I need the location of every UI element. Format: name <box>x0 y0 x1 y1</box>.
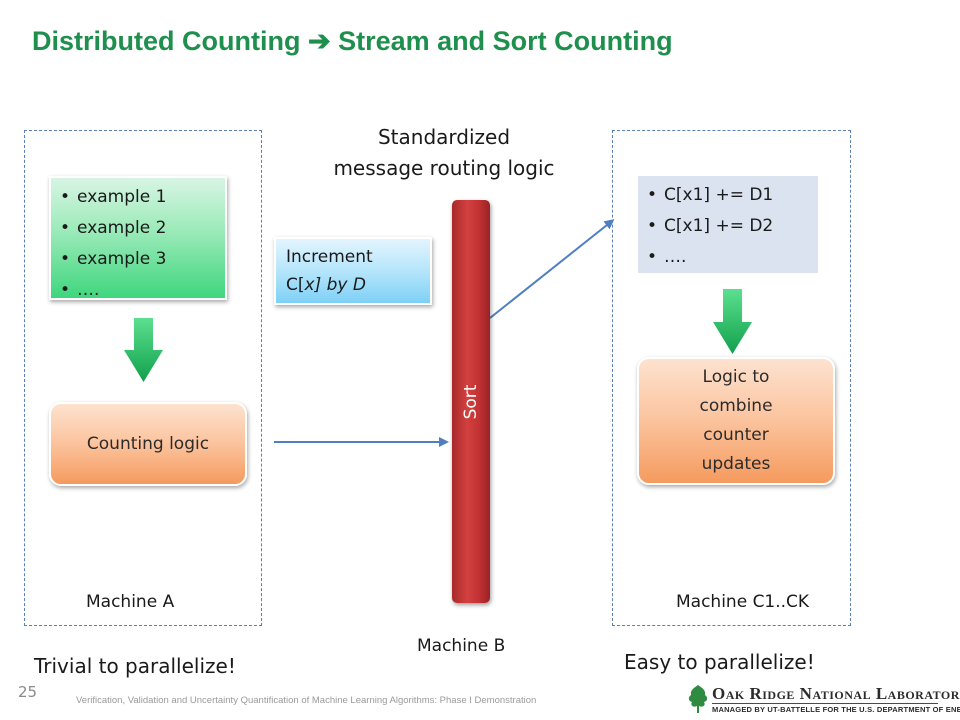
sort-label: Sort <box>461 384 481 420</box>
message-box: Increment C[x] by D <box>274 237 432 305</box>
updates-list: C[x1] += D1 C[x1] += D2 …. <box>647 180 818 273</box>
message-line2-plain: C[ <box>286 275 305 295</box>
combine-line: updates <box>701 454 771 474</box>
update-item: C[x1] += D1 <box>647 180 818 211</box>
logo-subtitle: MANAGED BY UT-BATTELLE FOR THE U.S. DEPA… <box>712 705 960 714</box>
routing-title-line2: message routing logic <box>333 156 555 180</box>
machine-c-box <box>612 130 851 626</box>
combine-line: combine <box>699 396 773 416</box>
machine-c-note: Easy to parallelize! <box>624 650 815 674</box>
machine-b-label: Machine B <box>417 636 506 656</box>
updates-box: C[x1] += D1 C[x1] += D2 …. <box>638 176 818 273</box>
logo-divider <box>712 703 938 704</box>
counting-logic-label: Counting logic <box>86 433 210 454</box>
machine-a-note: Trivial to parallelize! <box>34 654 236 678</box>
ornl-logo: Oak Ridge National Laboratory MANAGED BY… <box>686 684 960 718</box>
down-arrow-examples-icon <box>124 318 163 382</box>
logo-name: Oak Ridge National Laboratory <box>712 684 960 703</box>
slide-title: Distributed Counting ➔ Stream and Sort C… <box>32 26 673 56</box>
message-line2-italic: x] by D <box>304 275 366 295</box>
counting-logic-box: Counting logic <box>49 402 247 486</box>
machine-a-box <box>24 130 262 626</box>
machine-c-label: Machine C1..CK <box>676 592 810 612</box>
sort-bar <box>452 200 490 603</box>
down-arrow-updates-icon <box>713 289 752 354</box>
update-item: C[x1] += D2 <box>647 211 818 242</box>
example-item: example 1 <box>60 182 225 213</box>
machine-a-label: Machine A <box>86 592 175 612</box>
routing-title-line1: Standardized <box>377 125 511 149</box>
combine-line: Logic to <box>702 367 770 387</box>
update-item: …. <box>647 242 818 273</box>
example-item: …. <box>60 275 225 306</box>
examples-list: example 1 example 2 example 3 …. <box>60 182 225 306</box>
example-item: example 3 <box>60 244 225 275</box>
routing-title: Standardized message routing logic <box>318 122 570 184</box>
message-line1: Increment <box>286 247 373 267</box>
arrow-sort-to-machine-c <box>489 219 615 319</box>
example-item: example 2 <box>60 213 225 244</box>
message-line2: C[x] by D <box>286 271 430 299</box>
examples-box: example 1 example 2 example 3 …. <box>49 176 227 300</box>
combine-line: counter <box>703 425 769 445</box>
footer-text: Verification, Validation and Uncertainty… <box>76 695 537 706</box>
page-number: 25 <box>18 683 38 701</box>
combine-logic-box: Logic to combine counter updates <box>637 357 835 485</box>
oak-leaf-icon <box>688 685 708 713</box>
